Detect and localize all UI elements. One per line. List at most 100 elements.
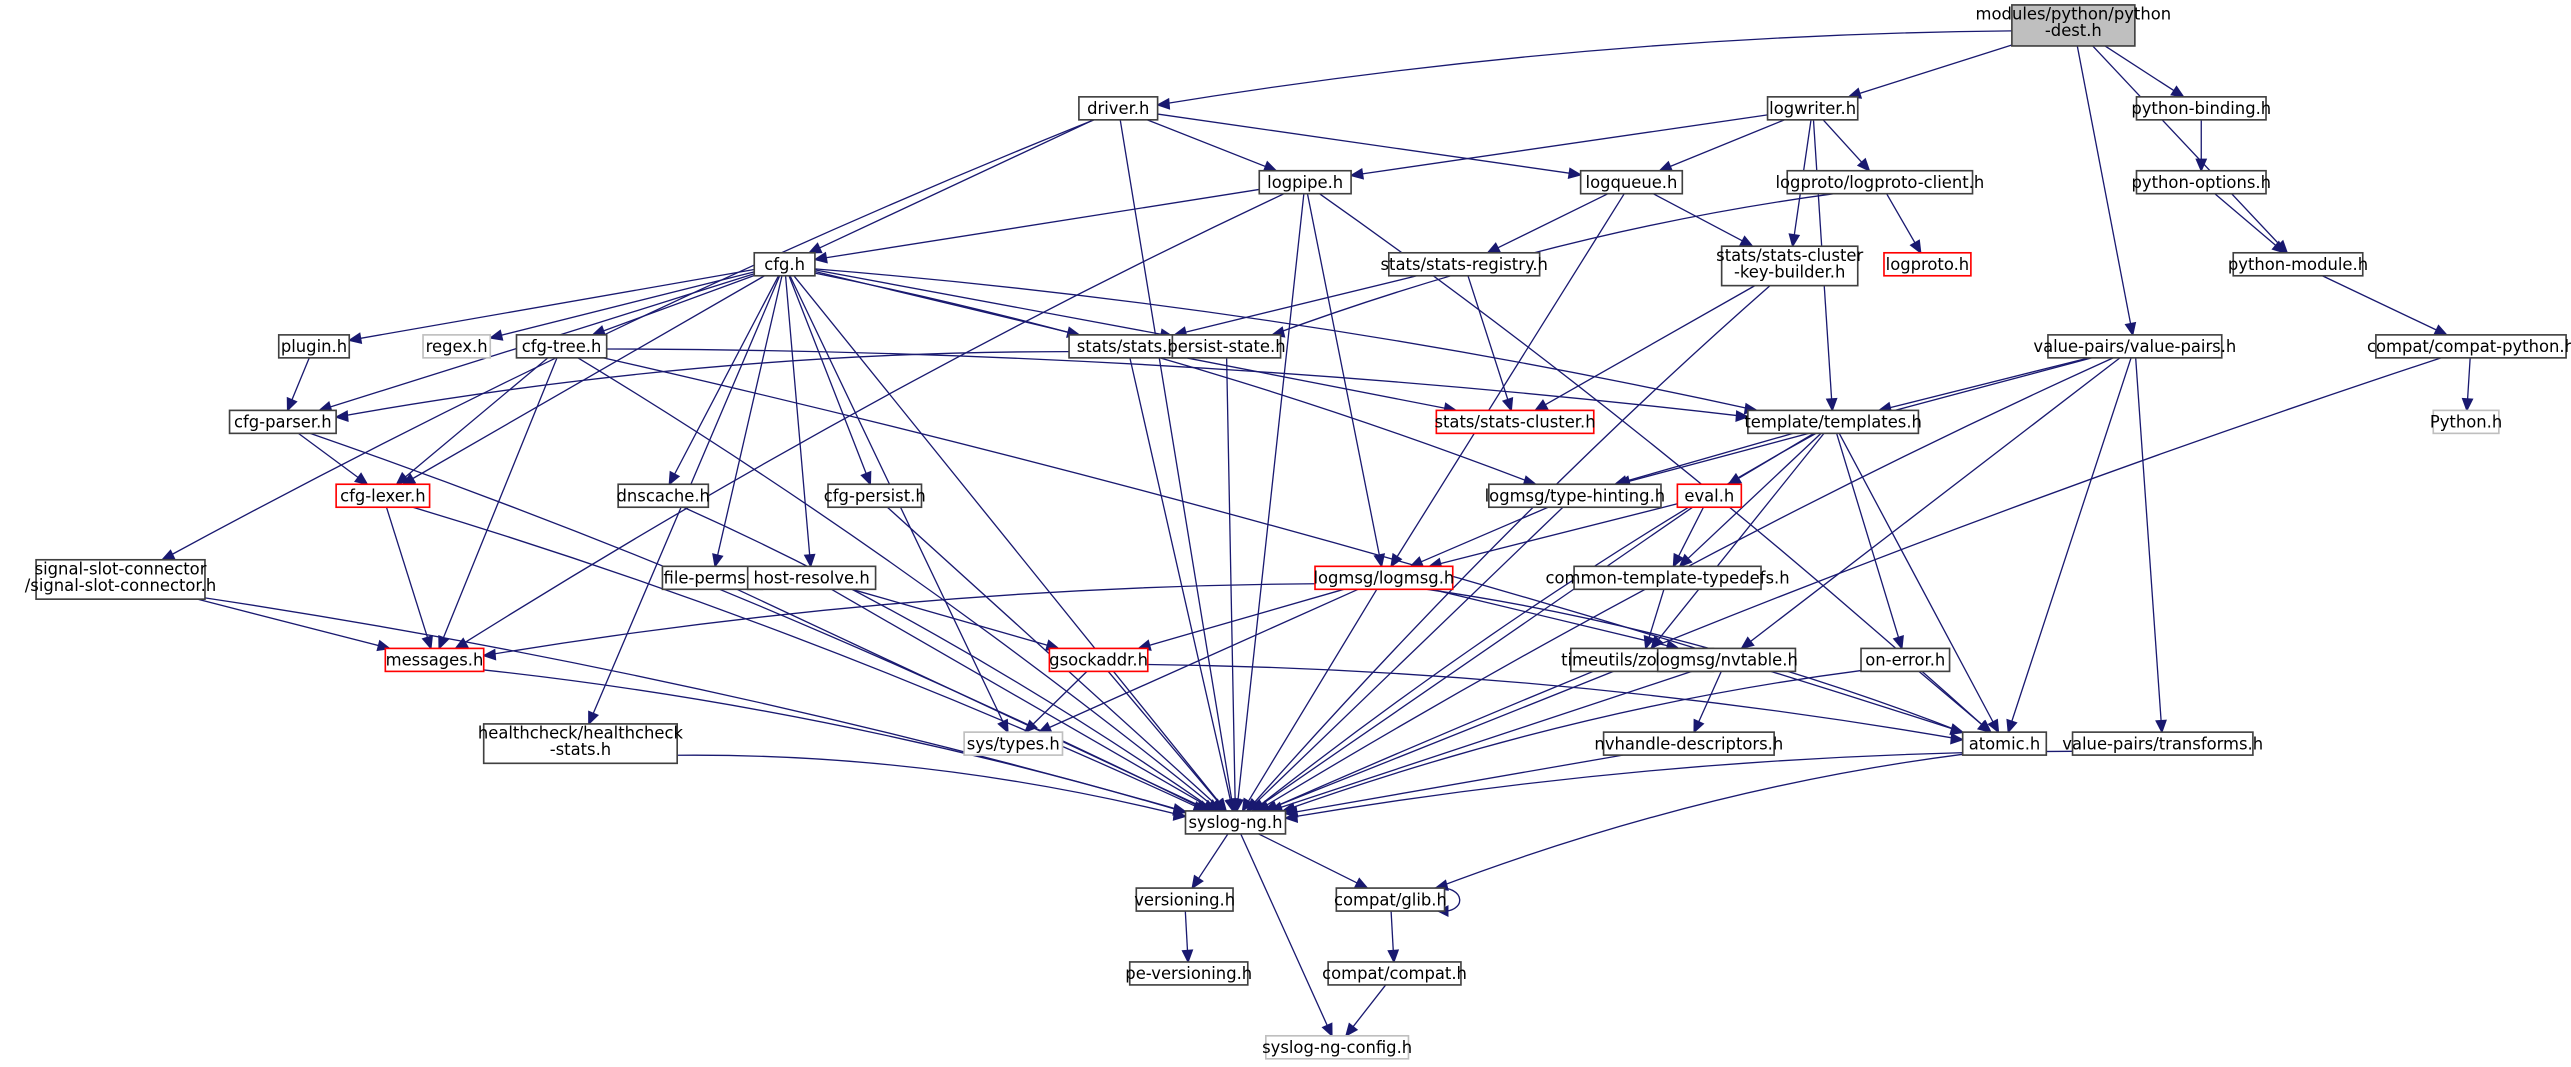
edge-line	[1650, 432, 1825, 649]
arrowhead	[2155, 719, 2167, 734]
node-python-module[interactable]: python-module.h	[2228, 251, 2368, 277]
node-type-hinting[interactable]: logmsg/type-hinting.h	[1485, 483, 1666, 509]
node-versioning[interactable]: versioning.h	[1134, 887, 1235, 912]
arrowhead	[2195, 158, 2208, 173]
node-nvhandle[interactable]: nvhandle-descriptors.h	[1594, 731, 1783, 756]
edge-nvtable-to-syslog_ng	[1268, 670, 1693, 813]
node-box	[746, 565, 877, 591]
node-box	[1961, 731, 2048, 756]
edge-line	[483, 669, 1186, 813]
node-value-pairs[interactable]: value-pairs/value-pairs.h	[2033, 334, 2236, 359]
edge-line	[814, 269, 1173, 337]
arrowhead	[1949, 723, 1965, 736]
node-driver[interactable]: driver.h	[1078, 96, 1159, 121]
node-box	[2432, 409, 2500, 435]
node-cfg-persist[interactable]: cfg-persist.h	[824, 483, 926, 509]
node-label: on-error.h	[1865, 651, 1945, 670]
node-dnscache[interactable]: dnscache.h	[617, 483, 710, 509]
node-python-options[interactable]: python-options.h	[2132, 169, 2271, 195]
arrowhead	[1856, 157, 1871, 172]
arrowhead	[1023, 719, 1038, 734]
node-vp-transforms[interactable]: value-pairs/transforms.h	[2062, 731, 2263, 756]
edge-line	[1038, 588, 1359, 733]
arrowhead	[2170, 85, 2185, 98]
node-label: stats/stats-registry.h	[1381, 255, 1548, 274]
node-label: compat/compat-python.h	[2367, 337, 2571, 356]
node-logproto-client[interactable]: logproto/logproto-client.h	[1776, 169, 1985, 195]
node-cfg-lexer[interactable]: cfg-lexer.h	[335, 483, 431, 509]
node-stats-registry[interactable]: stats/stats-registry.h	[1381, 251, 1548, 277]
node-persist-state[interactable]: persist-state.h	[1167, 334, 1286, 359]
edge-line	[2007, 357, 2132, 733]
node-atomic[interactable]: atomic.h	[1961, 731, 2048, 756]
node-stats-ckb[interactable]: stats/stats-cluster-key-builder.h	[1716, 245, 1863, 287]
node-ssc[interactable]: signal-slot-connector/signal-slot-connec…	[25, 558, 216, 600]
edge-on_error-to-atomic	[1918, 670, 1993, 734]
node-label: eval.h	[1684, 486, 1734, 505]
node-logproto[interactable]: logproto.h	[1883, 251, 1972, 277]
edge-line	[1435, 753, 1963, 889]
node-templates[interactable]: template/templates.h	[1744, 409, 1922, 435]
node-label: syslog-ng-config.h	[1262, 1038, 1412, 1057]
node-root[interactable]: modules/python/python-dest.h	[1976, 4, 2172, 47]
edge-versioning-to-pe_versioning	[1181, 911, 1194, 964]
node-messages[interactable]: messages.h	[384, 647, 485, 673]
node-gsockaddr[interactable]: gsockaddr.h	[1048, 647, 1149, 673]
node-syslog-ng[interactable]: syslog-ng.h	[1184, 810, 1287, 835]
node-python-binding[interactable]: python-binding.h	[2131, 96, 2271, 121]
node-on-error[interactable]: on-error.h	[1860, 647, 1951, 673]
node-box	[1883, 251, 1972, 277]
node-label: cfg-lexer.h	[340, 486, 426, 505]
node-host-resolve[interactable]: host-resolve.h	[746, 565, 877, 591]
arrowhead	[1825, 397, 1838, 413]
edge-line	[1241, 588, 1378, 812]
arrowhead	[1387, 949, 1400, 964]
arrowhead	[1155, 97, 1171, 110]
edge-driver-to-cfg	[807, 119, 1094, 254]
node-box	[1573, 565, 1762, 591]
node-pe-versioning[interactable]: pe-versioning.h	[1125, 961, 1252, 986]
node-syslog-ng-config[interactable]: syslog-ng-config.h	[1262, 1034, 1412, 1060]
node-cfg-parser[interactable]: cfg-parser.h	[228, 409, 337, 435]
node-compat-python[interactable]: compat/compat-python.h	[2367, 334, 2571, 359]
arrowhead	[1740, 636, 1755, 650]
node-ctt[interactable]: common-template-typedefs.h	[1545, 565, 1790, 591]
edge-line	[1487, 193, 1609, 254]
node-stats[interactable]: stats/stats.h	[1068, 334, 1187, 359]
node-sys-types[interactable]: sys/types.h	[963, 731, 1064, 756]
node-regex[interactable]: regex.h	[422, 334, 492, 359]
edge-value_pairs-to-atomic	[2006, 357, 2132, 734]
node-cfg-tree[interactable]: cfg-tree.h	[515, 334, 608, 359]
node-logwriter[interactable]: logwriter.h	[1766, 96, 1859, 121]
edge-line	[784, 275, 812, 567]
edge-line	[483, 583, 1316, 657]
node-cfg[interactable]: cfg.h	[753, 251, 816, 277]
arrowhead	[712, 553, 724, 568]
node-label: compat/glib.h	[1334, 890, 1447, 909]
edge-line	[204, 597, 1186, 813]
edge-value_pairs-to-nvtable	[1740, 357, 2121, 650]
node-label: file-perms.h	[664, 569, 762, 588]
edge-syslog_ng-to-versioning	[1191, 833, 1229, 890]
arrowhead	[588, 710, 599, 726]
node-logqueue[interactable]: logqueue.h	[1579, 169, 1684, 195]
node-compat-glib[interactable]: compat/glib.h	[1334, 887, 1447, 912]
node-plugin[interactable]: plugin.h	[277, 334, 351, 359]
node-logpipe[interactable]: logpipe.h	[1258, 169, 1352, 195]
node-nvtable[interactable]: logmsg/nvtable.h	[1655, 647, 1798, 673]
node-label: sys/types.h	[967, 734, 1060, 753]
edge-cfg_tree-to-messages	[438, 357, 558, 650]
node-logmsg[interactable]: logmsg/logmsg.h	[1313, 565, 1454, 591]
node-stats-cluster[interactable]: stats/stats-cluster.h	[1434, 409, 1596, 435]
node-file-perms[interactable]: file-perms.h	[661, 565, 764, 591]
edge-line	[1285, 750, 2073, 819]
node-label: logmsg/nvtable.h	[1655, 651, 1798, 670]
node-eval[interactable]: eval.h	[1676, 483, 1743, 509]
edge-healthcheck-to-syslog_ng	[677, 754, 1188, 821]
node-healthcheck[interactable]: healthcheck/healthcheck-stats.h	[478, 723, 684, 765]
edge-root-to-python_binding	[2104, 45, 2185, 98]
node-compat-compat[interactable]: compat/compat.h	[1322, 961, 1467, 986]
edge-compat_python-to-python_h	[2461, 357, 2474, 413]
edge-logqueue-to-stats_registry	[1486, 193, 1609, 254]
node-python-h[interactable]: Python.h	[2430, 409, 2502, 435]
